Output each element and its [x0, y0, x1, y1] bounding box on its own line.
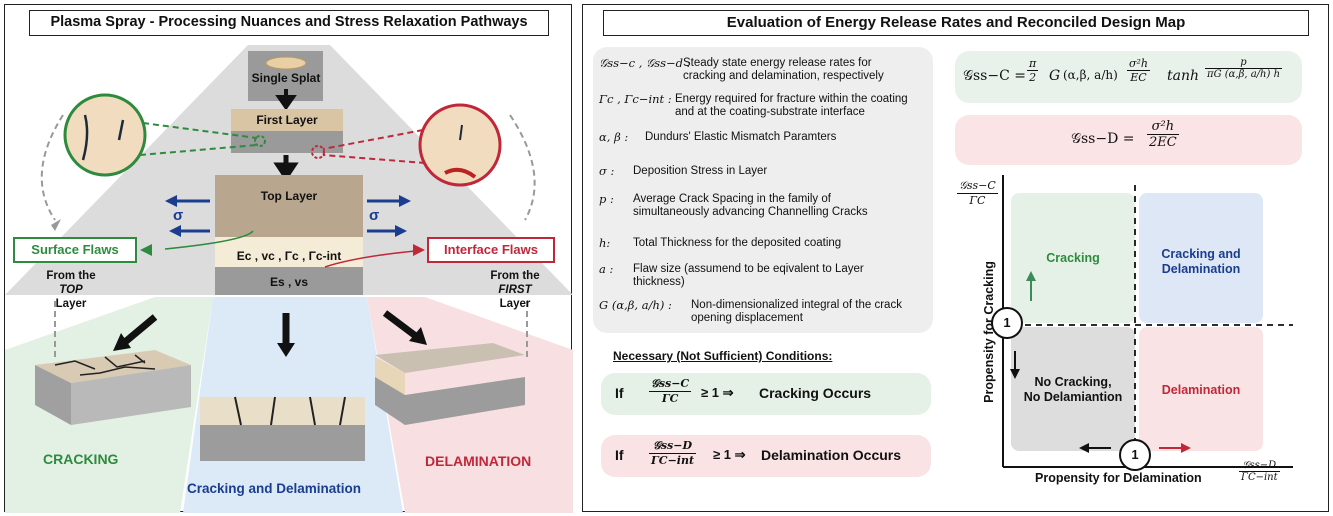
- stress-right-label: σ: [369, 207, 380, 224]
- conditions-title: Necessary (Not Sufficient) Conditions:: [613, 349, 833, 363]
- coating-layer: [215, 237, 363, 267]
- from-top-layer-note: From the TOP Layer: [46, 270, 96, 310]
- outcome-delamination: DELAMINATION: [425, 453, 532, 469]
- quadrant-no-cracking: [1011, 327, 1135, 451]
- single-splat-label: Single Splat: [251, 71, 321, 85]
- quadrant-delamination-label: Delamination: [1161, 383, 1241, 397]
- quadrant-cracking-and-delamination: [1139, 193, 1263, 323]
- x-axis-label: Propensity for Delamination: [1035, 471, 1202, 485]
- left-panel-title: Plasma Spray - Processing Nuances and St…: [29, 10, 549, 36]
- left-panel: Plasma Spray - Processing Nuances and St…: [4, 4, 573, 513]
- definition-row: p : Average Crack Spacing in the family …: [599, 192, 868, 219]
- definition-row: σ : Deposition Stress in Layer: [599, 164, 768, 178]
- quadrant-delamination: [1139, 327, 1263, 451]
- delaminated-block: [375, 343, 525, 425]
- stress-left-label: σ: [173, 207, 184, 224]
- threshold-marker-x: 1: [1119, 439, 1151, 471]
- surface-flaws-box: Surface Flaws: [13, 237, 137, 263]
- right-panel: Evaluation of Energy Release Rates and R…: [582, 4, 1329, 512]
- substrate-properties: Es , vs: [269, 275, 309, 289]
- definition-row: a : Flaw size (assumend to be eqivalent …: [599, 262, 864, 289]
- cracked-delaminated-block: [200, 396, 365, 461]
- top-layer-block: [215, 175, 363, 237]
- substrate-layer: [215, 267, 363, 295]
- definition-row: Γc , Γc−int : Energy required for fractu…: [599, 92, 908, 119]
- definition-row: h: Total Thickness for the deposited coa…: [599, 236, 842, 250]
- definition-row: G (α,β, a/h) : Non-dimensionalized integ…: [599, 298, 902, 325]
- cracked-coating-block: [35, 350, 191, 425]
- outcome-cracking: CRACKING: [43, 451, 119, 467]
- right-panel-title: Evaluation of Energy Release Rates and R…: [603, 10, 1309, 36]
- first-layer-label: First Layer: [256, 113, 318, 127]
- from-first-layer-note: From the FIRST Layer: [490, 270, 540, 310]
- threshold-marker-y: 1: [991, 307, 1023, 339]
- interface-flaws-box: Interface Flaws: [427, 237, 555, 263]
- surface-zoom-circle: [63, 93, 147, 177]
- quadrant-none-label: No Cracking,No Delamiantion: [1023, 375, 1123, 404]
- quadrant-cracking-label: Cracking: [1046, 251, 1100, 265]
- coating-properties: Ec , vc , Γc , Γc-int: [236, 249, 342, 263]
- plasma-spray-schematic: [5, 45, 573, 513]
- definition-row: α, β : Dundurs' Elastic Mismatch Paramte…: [599, 130, 837, 144]
- quadrant-cracking: [1011, 193, 1135, 323]
- y-axis-label: Propensity for Cracking: [982, 261, 996, 403]
- interface-zoom-circle: [418, 103, 502, 187]
- definitions-box: 𝒢ss−c , 𝒢ss−d : Steady state energy rele…: [593, 47, 933, 333]
- top-layer-label: Top Layer: [260, 189, 318, 203]
- outcome-cracking-and-delamination: Cracking and Delamination: [187, 481, 362, 496]
- first-layer-block: [231, 109, 343, 131]
- definition-row: 𝒢ss−c , 𝒢ss−d : Steady state energy rele…: [599, 56, 884, 83]
